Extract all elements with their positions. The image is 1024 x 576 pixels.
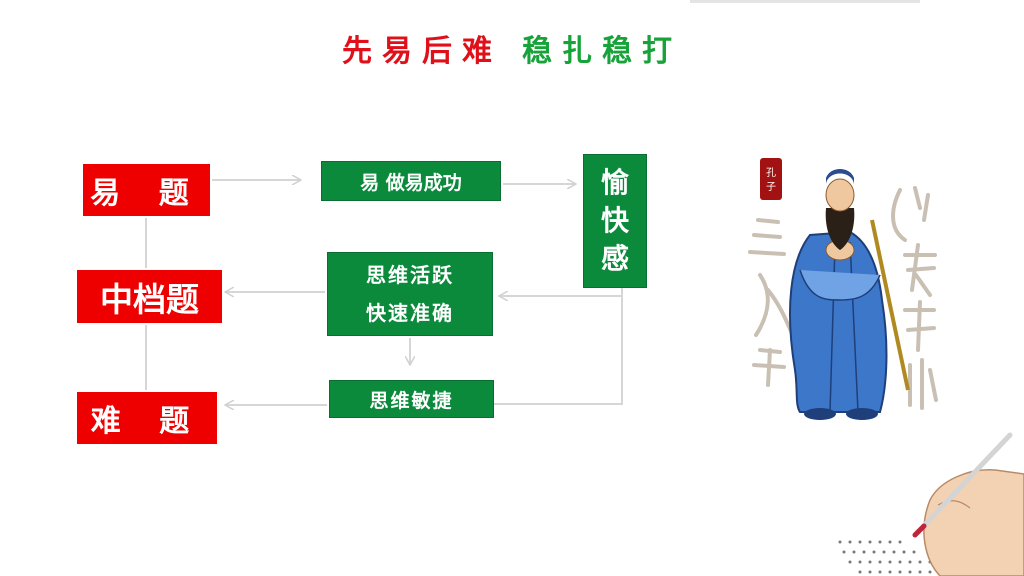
title-part-1: 先易后难 (342, 34, 502, 69)
easy-question-box: 易 题 (83, 164, 210, 216)
top-decor-bar (690, 0, 920, 3)
joy-box: 愉 快 感 (583, 154, 647, 288)
joy-char-1: 愉 (600, 166, 629, 199)
active-thinking-line-2: 快速准确 (366, 301, 454, 325)
arrow-joy-to-active (500, 288, 623, 296)
pen-tip (912, 523, 927, 538)
active-thinking-box: 思维活跃 快速准确 (327, 252, 493, 336)
medium-question-box: 中档题 (77, 270, 222, 323)
joy-char-2: 快 (600, 204, 629, 237)
active-thinking-line-1: 思维活跃 (366, 263, 454, 287)
agile-thinking-box: 思维敏捷 (329, 380, 494, 418)
name-seal-text-2: 子 (766, 181, 776, 193)
page-title: 先易后难稳扎稳打 (0, 26, 1024, 70)
hand-writing-illustration (838, 432, 1024, 576)
name-seal-text-1: 孔 (766, 167, 776, 179)
staff (870, 219, 910, 391)
hard-question-box: 难 题 (77, 392, 217, 444)
head (825, 178, 855, 212)
hat (826, 169, 854, 184)
name-seal (760, 158, 782, 200)
joy-char-3: 感 (600, 242, 629, 275)
title-part-2: 稳扎稳打 (522, 34, 682, 69)
beard (825, 208, 855, 250)
pen (912, 432, 1013, 538)
confucius-illustration: 孔 子 (748, 158, 938, 420)
line-joy-to-agile (494, 288, 623, 405)
hand (923, 469, 1024, 576)
easy-success-box: 易 做易成功 (321, 161, 501, 201)
